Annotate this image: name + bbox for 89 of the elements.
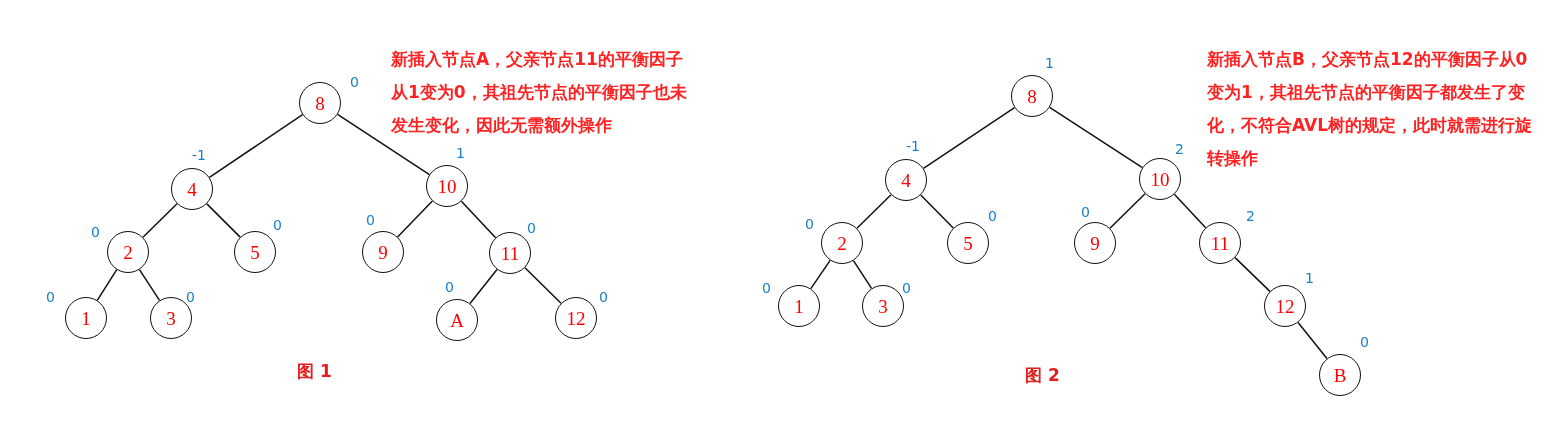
tree-edge — [1234, 256, 1271, 293]
node-value: 5 — [963, 233, 973, 253]
balance-factor: -1 — [192, 148, 206, 162]
balance-factor: 1 — [456, 146, 465, 160]
node-value: 12 — [566, 308, 586, 328]
tree-node-circle — [778, 285, 820, 327]
node-value: 10 — [437, 176, 457, 196]
tree-edge — [208, 113, 304, 179]
tree-edge — [336, 113, 431, 176]
figure-caption: 图 2 — [1025, 364, 1060, 387]
tree-edge — [469, 268, 498, 305]
tree-node-circle — [107, 231, 149, 273]
balance-factor: 0 — [988, 209, 997, 223]
node-value: 2 — [123, 242, 133, 262]
balance-factor: -1 — [906, 139, 920, 153]
node-value: 4 — [187, 179, 197, 199]
tree-node-circle — [489, 232, 531, 274]
node-value: 5 — [250, 242, 260, 262]
tree-edge — [1109, 193, 1146, 229]
balance-factor: 1 — [1045, 56, 1054, 70]
node-value: 9 — [1090, 233, 1100, 253]
tree-edge — [396, 200, 434, 238]
tree-node-circle — [1074, 222, 1116, 264]
node-value: 11 — [500, 243, 520, 263]
node-value: 9 — [378, 242, 388, 262]
annotation-text: 新插入节点B，父亲节点12的平衡因子从0变为1，其祖先节点的平衡因子都发生了变化，不符合AVL树的规定，此时就需进行旋转操作 — [1207, 48, 1533, 170]
balance-factor: 0 — [805, 217, 814, 231]
balance-factor: 0 — [527, 221, 536, 235]
balance-factor: 0 — [762, 281, 771, 295]
tree-edge — [920, 194, 954, 229]
balance-factor: 0 — [186, 290, 195, 304]
node-value: 10 — [1150, 169, 1170, 189]
tree-node-circle — [436, 299, 478, 341]
tree-node-circle — [821, 222, 863, 264]
balance-factor: 0 — [1360, 335, 1369, 349]
tree-node-circle — [171, 168, 213, 210]
balance-factor: 0 — [273, 218, 282, 232]
tree-node-circle — [885, 159, 927, 201]
node-value: 12 — [1275, 296, 1295, 316]
tree-node-circle — [1319, 354, 1361, 396]
tree-edge — [1297, 321, 1328, 360]
node-value: 3 — [878, 296, 888, 316]
tree-edge — [460, 200, 497, 239]
balance-factor: 0 — [91, 225, 100, 239]
balance-factor: 2 — [1246, 209, 1255, 223]
node-value: 3 — [166, 308, 176, 328]
balance-factor: 2 — [1175, 142, 1184, 156]
node-value: 2 — [837, 233, 847, 253]
tree-node-circle — [947, 222, 989, 264]
tree-node-circle — [299, 82, 341, 124]
tree-node-circle — [862, 285, 904, 327]
balance-factor: 0 — [350, 75, 359, 89]
tree-node-circle — [1199, 222, 1241, 264]
tree-edge — [810, 259, 831, 290]
tree-node-circle — [426, 165, 468, 207]
tree-edge — [922, 106, 1016, 170]
tree-node-circle — [1011, 75, 1053, 117]
tree-node-circle — [1139, 158, 1181, 200]
tree-node-circle — [1264, 285, 1306, 327]
balance-factor: 1 — [1305, 271, 1314, 285]
tree-edge — [96, 268, 118, 302]
tree-edge — [206, 203, 241, 238]
tree-edge — [1048, 106, 1144, 169]
node-value: A — [450, 310, 464, 330]
node-value: 4 — [901, 170, 911, 190]
balance-factor: 0 — [599, 290, 608, 304]
balance-factor: 0 — [902, 281, 911, 295]
tree-edge — [524, 267, 562, 304]
tree-edge — [856, 194, 892, 229]
node-value: 1 — [81, 308, 91, 328]
node-value: 11 — [1210, 233, 1230, 253]
tree-node-circle — [362, 231, 404, 273]
balance-factor: 0 — [366, 213, 375, 227]
balance-factor: 0 — [46, 290, 55, 304]
balance-factor: 0 — [445, 280, 454, 294]
tree-edge — [142, 203, 178, 238]
tree-edge — [138, 268, 161, 302]
annotation-text: 新插入节点A，父亲节点11的平衡因子从1变为0，其祖先节点的平衡因子也未发生变化，因此无需额外操作 — [391, 48, 688, 137]
tree-node-circle — [555, 297, 597, 339]
balance-factor: 0 — [1081, 205, 1090, 219]
node-value: B — [1333, 365, 1347, 385]
node-value: 8 — [1027, 86, 1037, 106]
figure-caption: 图 1 — [297, 360, 332, 383]
tree-node-circle — [234, 231, 276, 273]
tree-edge — [852, 259, 873, 290]
node-value: 1 — [794, 296, 804, 316]
tree-edge — [1173, 193, 1207, 229]
tree-node-circle — [65, 297, 107, 339]
node-value: 8 — [315, 93, 325, 113]
